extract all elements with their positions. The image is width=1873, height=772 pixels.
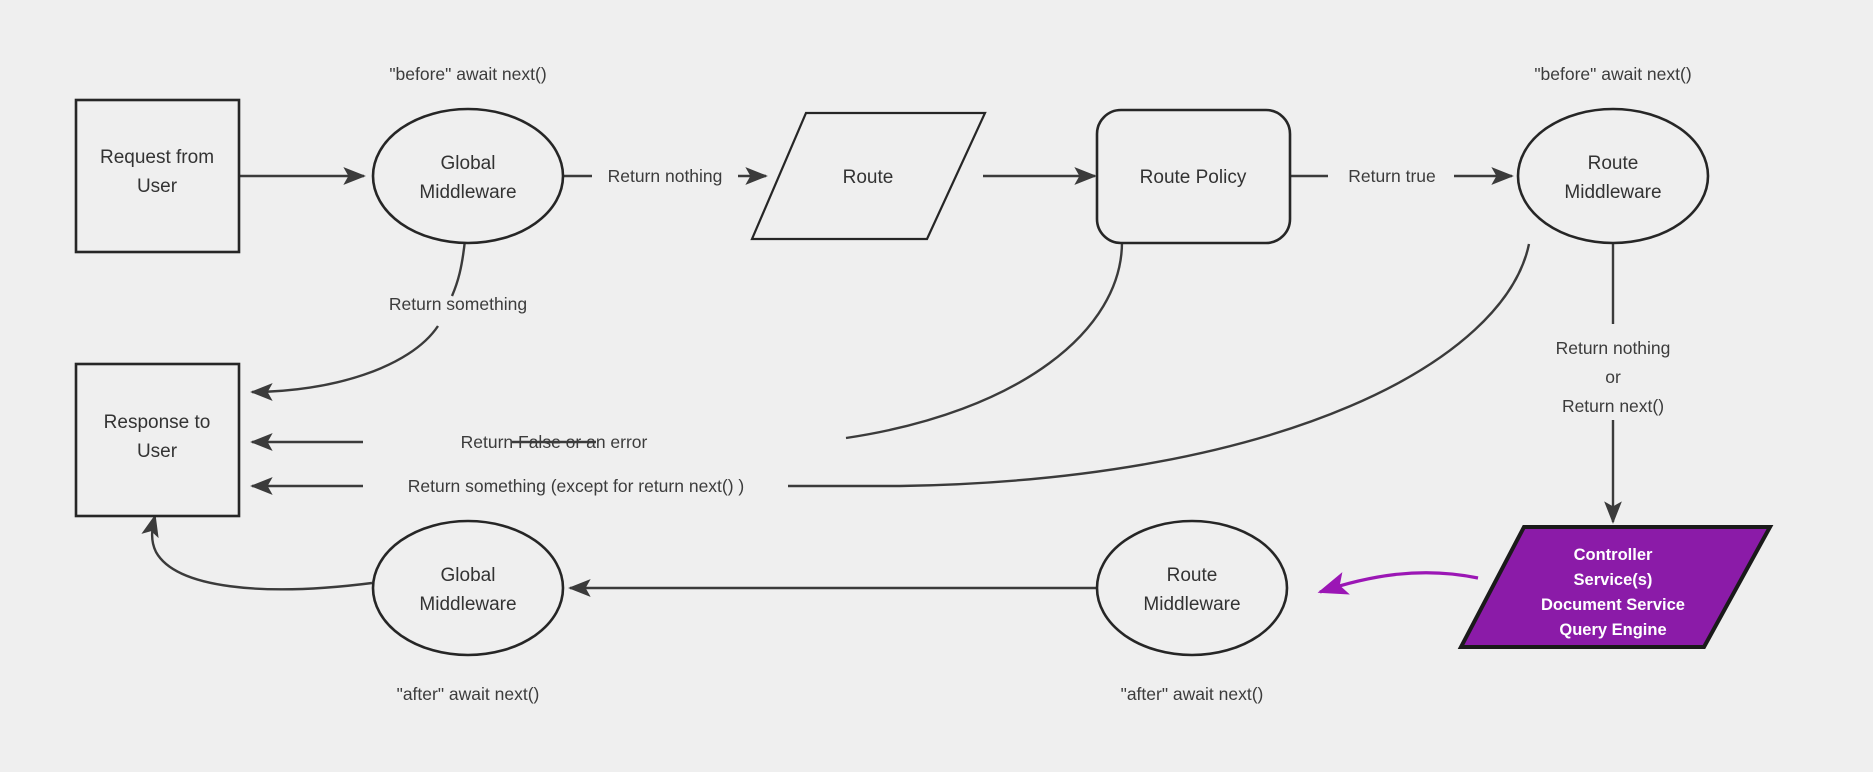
- node-request-from-user-line2: User: [137, 176, 178, 197]
- node-controller-services[interactable]: Controller Service(s) Document Service Q…: [1457, 525, 1774, 649]
- node-response-to-user-line1: Response to: [104, 412, 211, 433]
- node-route-middleware-top-line2: Middleware: [1564, 182, 1661, 203]
- node-global-middleware-bottom-line1: Global: [441, 565, 496, 586]
- node-global-middleware-bottom-line2: Middleware: [419, 594, 516, 615]
- node-global-middleware-top-line1: Global: [441, 153, 496, 174]
- node-route-policy-label: Route Policy: [1140, 167, 1247, 188]
- annotation-after-await-next-route: "after" await next(): [1121, 684, 1264, 704]
- node-controller-line1: Controller: [1574, 546, 1653, 564]
- edge-global-middleware-bottom-to-response: [141, 514, 373, 591]
- edge-label-return-false-or-error: Return False or an error: [461, 432, 648, 452]
- node-route-middleware-top-line1: Route: [1588, 153, 1639, 174]
- node-route-policy[interactable]: Route Policy: [1095, 108, 1292, 245]
- node-route-label: Route: [843, 167, 894, 188]
- node-controller-line3: Document Service: [1541, 596, 1685, 614]
- edge-label-return-nothing-or-next-line2: or: [1605, 367, 1621, 387]
- node-route-middleware-bottom[interactable]: Route Middleware: [1095, 519, 1289, 657]
- node-controller-line4: Query Engine: [1559, 621, 1666, 639]
- node-route-middleware-bottom-line1: Route: [1167, 565, 1218, 586]
- node-response-to-user-line2: User: [137, 441, 178, 462]
- edge-label-return-nothing: Return nothing: [608, 166, 723, 186]
- edge-label-return-nothing-or-next-line1: Return nothing: [1556, 338, 1671, 358]
- annotation-before-await-next-global: "before" await next(): [389, 64, 546, 84]
- node-request-from-user[interactable]: Request from User: [74, 98, 241, 254]
- node-global-middleware-bottom[interactable]: Global Middleware: [371, 519, 565, 657]
- edge-controller-to-route-middleware-bottom: [1317, 571, 1479, 595]
- node-route-middleware-bottom-line2: Middleware: [1143, 594, 1240, 615]
- node-route[interactable]: Route: [750, 111, 987, 241]
- edge-label-return-nothing-or-next-line3: Return next(): [1562, 396, 1664, 416]
- edge-label-return-something: Return something: [389, 294, 527, 314]
- node-global-middleware-top-line2: Middleware: [419, 182, 516, 203]
- edge-label-return-something-except: Return something (except for return next…: [408, 476, 745, 496]
- node-controller-line2: Service(s): [1574, 571, 1653, 589]
- edge-label-return-true: Return true: [1348, 166, 1436, 186]
- edge-route-middleware-return-something-except: [250, 243, 1531, 495]
- node-route-middleware-top[interactable]: Route Middleware: [1516, 107, 1710, 245]
- annotation-after-await-next-global: "after" await next(): [397, 684, 540, 704]
- edge-route-policy-return-false: [250, 241, 1124, 451]
- node-global-middleware-top[interactable]: Global Middleware: [371, 107, 565, 245]
- node-response-to-user[interactable]: Response to User: [74, 362, 241, 518]
- node-request-from-user-line1: Request from: [100, 147, 214, 168]
- annotation-before-await-next-route: "before" await next(): [1534, 64, 1691, 84]
- edge-global-middleware-return-something: [250, 239, 467, 401]
